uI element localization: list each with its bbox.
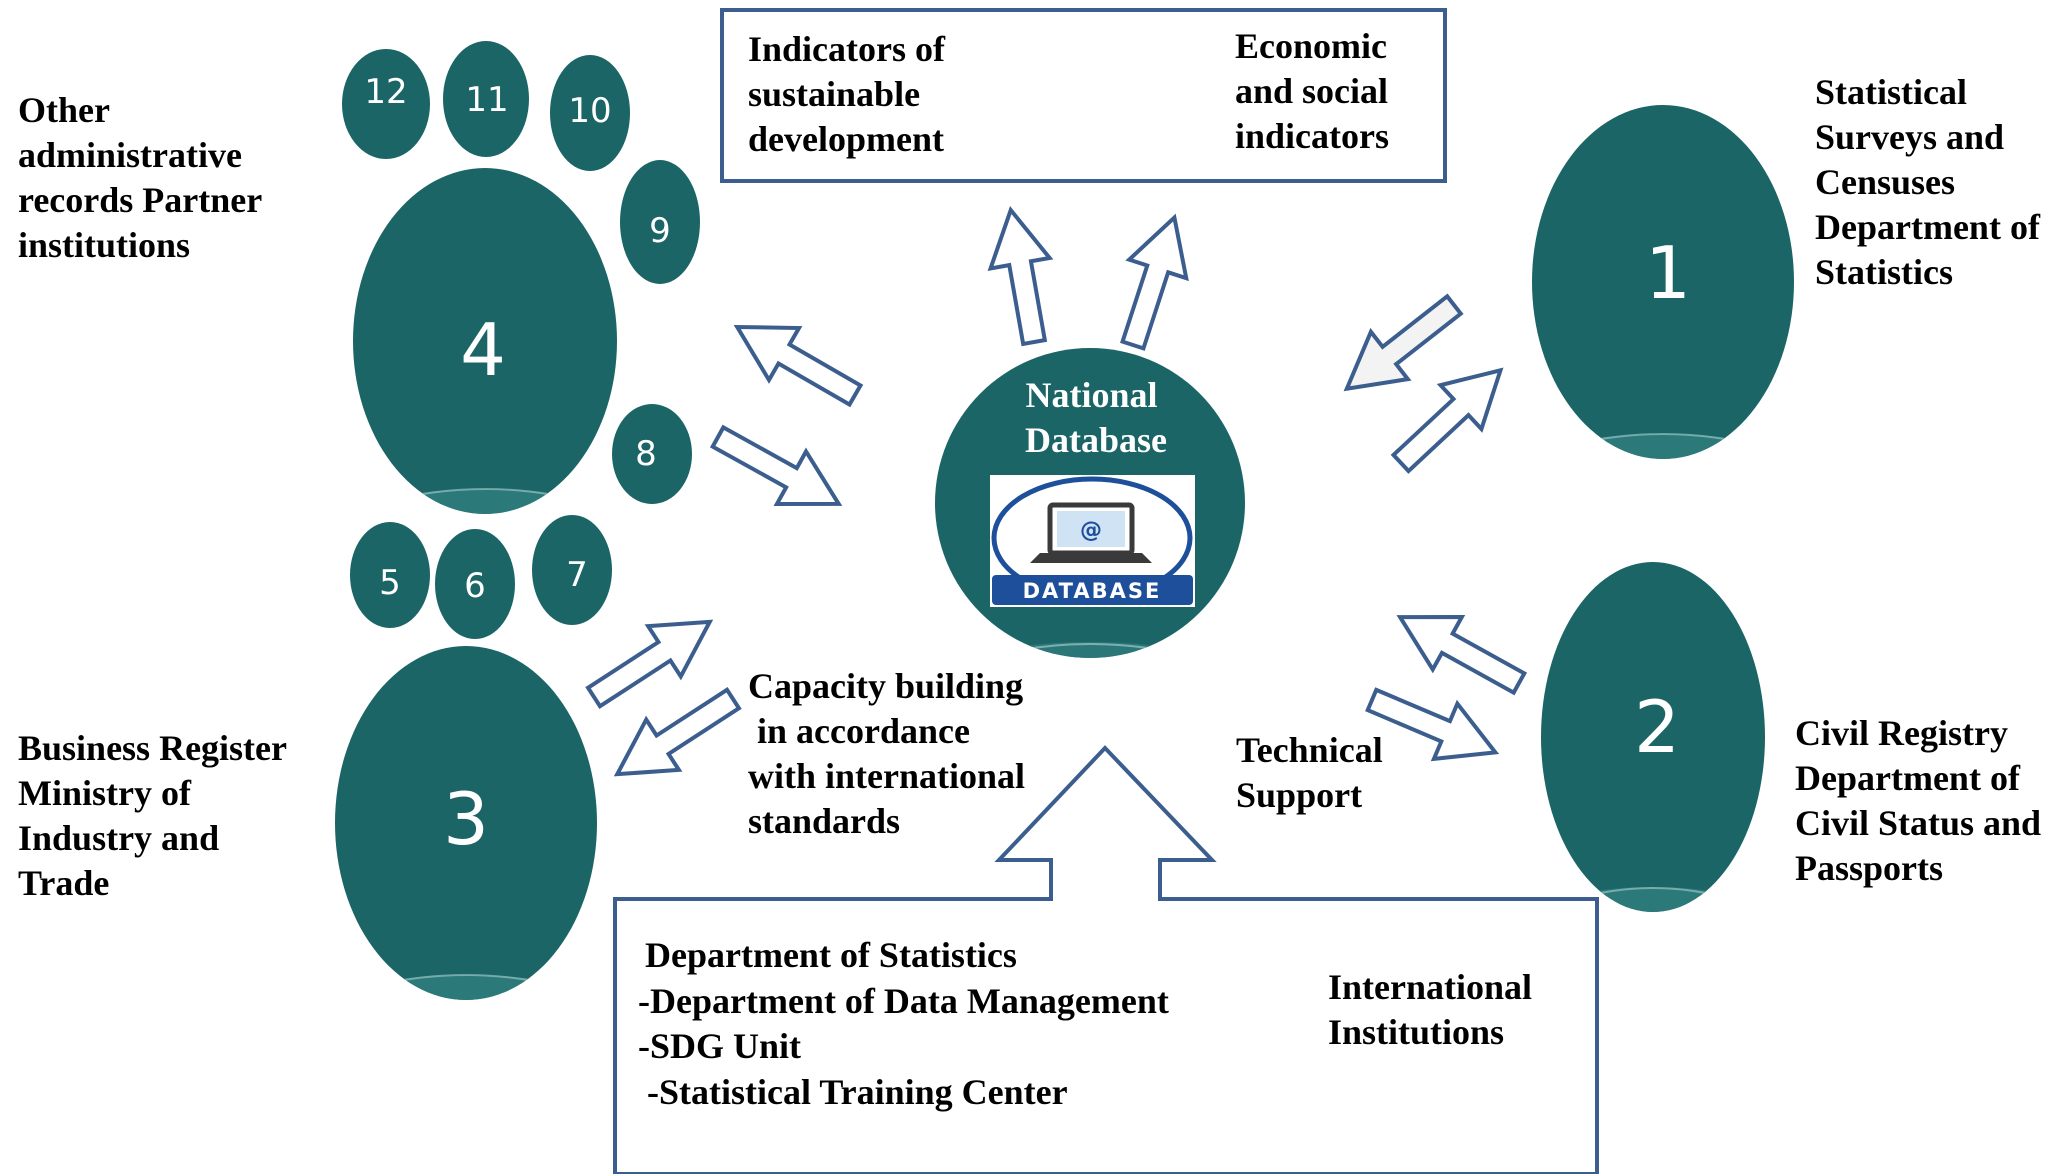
node-1: 1 <box>1532 105 1794 459</box>
economic-social-label: Economic and social indicators <box>1235 26 1397 156</box>
arrow-center-to-node-3 <box>613 687 742 777</box>
indicators-box <box>720 8 1447 183</box>
node-4-label: Other administrative records Partner ins… <box>18 90 271 265</box>
svg-text:5: 5 <box>379 563 401 603</box>
small-node-11: 11 <box>443 41 529 157</box>
arrow-center-to-node-4 <box>733 324 864 408</box>
database-icon-text: DATABASE <box>1023 579 1162 603</box>
small-node-7: 7 <box>532 515 612 625</box>
small-node-10: 10 <box>550 55 630 171</box>
sdg-indicators-label: Indicators of sustainable development <box>748 29 954 159</box>
technical-support-label: Technical Support <box>1236 730 1392 815</box>
node-4: 4 <box>353 168 617 514</box>
node-2-label: Civil Registry Department of Civil Statu… <box>1795 713 2050 888</box>
svg-text:7: 7 <box>566 555 588 595</box>
small-node-8: 8 <box>612 404 692 504</box>
node-2-number: 2 <box>1634 685 1680 769</box>
svg-text:12: 12 <box>364 72 407 112</box>
node-3-number: 3 <box>443 777 489 861</box>
database-laptop-icon: @ DATABASE <box>990 475 1195 607</box>
svg-text:10: 10 <box>568 91 611 131</box>
arrow-node-1-to-center <box>1343 293 1464 392</box>
national-database-node: National Database @ DATABASE <box>935 348 1245 658</box>
node-3: 3 <box>335 646 597 1000</box>
small-node-5: 5 <box>350 522 430 628</box>
international-institutions-label: International Institutions <box>1328 967 1541 1052</box>
svg-text:11: 11 <box>465 80 508 120</box>
arrow-node-4-to-center <box>709 424 843 506</box>
svg-text:8: 8 <box>635 434 657 474</box>
arrow-center-to-node-2 <box>1365 687 1500 762</box>
node-1-number: 1 <box>1645 231 1691 315</box>
arrow-center-to-economic-indicators <box>1120 213 1189 351</box>
capacity-building-label: Capacity building in accordance with int… <box>748 666 1070 841</box>
node-4-number: 4 <box>460 308 506 392</box>
arrow-center-to-sdg-indicators <box>987 205 1054 347</box>
arrow-node-3-to-center <box>585 619 714 709</box>
arrow-node-2-to-center <box>1396 615 1528 696</box>
node-3-label: Business Register Ministry of Industry a… <box>18 728 295 903</box>
at-sign-icon: @ <box>1080 518 1102 543</box>
arrow-center-to-node-1 <box>1390 367 1504 474</box>
national-database-title: National Database <box>1025 375 1167 460</box>
institutions-box <box>613 745 1599 1174</box>
node-1-label: Statistical Surveys and Censuses Departm… <box>1815 72 2049 292</box>
svg-text:6: 6 <box>464 566 486 606</box>
department-statistics-list: Department of Statistics -Department of … <box>638 935 1178 1112</box>
node-2: 2 <box>1541 562 1765 912</box>
small-node-12: 12 <box>342 49 430 159</box>
small-node-6: 6 <box>435 529 515 639</box>
svg-text:9: 9 <box>649 211 671 251</box>
small-node-9: 9 <box>620 160 700 284</box>
